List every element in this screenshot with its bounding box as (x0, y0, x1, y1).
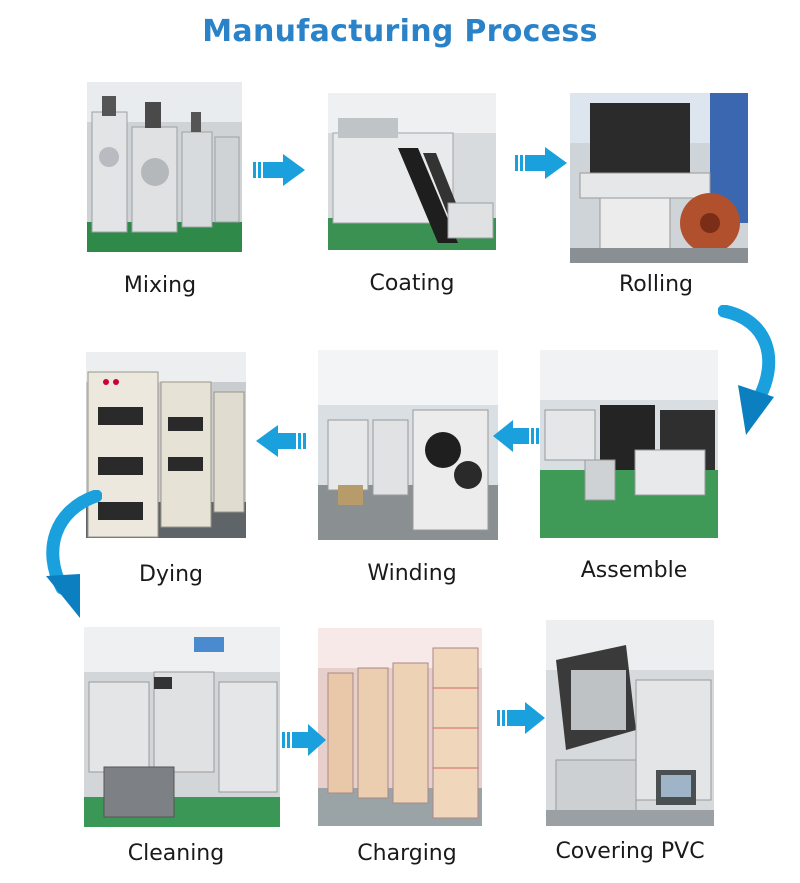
step-label-rolling: Rolling (618, 272, 693, 297)
assemble-photo (540, 350, 718, 538)
coating-photo (328, 93, 496, 250)
arrow-left-icon (256, 423, 306, 459)
arrow-right-icon (282, 724, 326, 756)
covering-pvc-photo (546, 620, 714, 826)
step-label-assemble: Assemble (580, 558, 688, 583)
step-label-cleaning: Cleaning (127, 841, 225, 866)
charging-photo (318, 628, 482, 826)
dying-photo (86, 352, 246, 538)
step-label-charging: Charging (357, 841, 457, 866)
step-label-covering-pvc: Covering PVC (555, 839, 705, 864)
winding-photo (318, 350, 498, 540)
mixing-photo (87, 82, 242, 252)
arrow-right-icon (515, 145, 567, 181)
curved-arrow-down-icon (40, 490, 102, 625)
page-title: Manufacturing Process (202, 14, 598, 49)
arrow-left-icon (493, 419, 539, 453)
cleaning-photo (84, 627, 280, 827)
arrow-right-icon (497, 701, 545, 735)
step-label-winding: Winding (367, 561, 457, 586)
rolling-photo (570, 93, 748, 263)
arrow-right-icon (253, 152, 305, 188)
step-label-coating: Coating (369, 271, 455, 296)
step-label-dying: Dying (139, 562, 203, 587)
step-label-mixing: Mixing (123, 273, 197, 298)
curved-arrow-down-icon (718, 305, 780, 440)
